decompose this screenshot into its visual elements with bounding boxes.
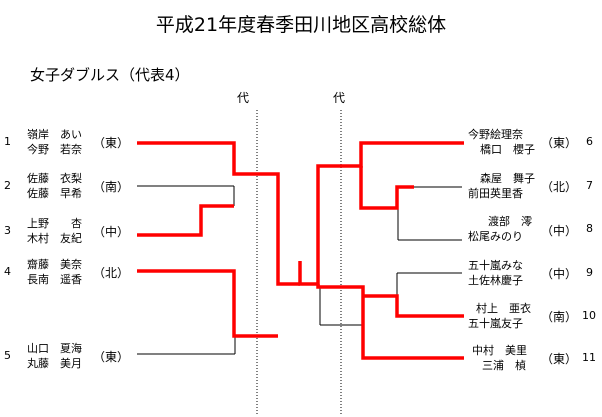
player-name: 佐藤 早希 bbox=[27, 187, 82, 200]
school-label: （中） bbox=[541, 224, 578, 238]
seed-number: 3 bbox=[4, 224, 11, 237]
player-name: 齋藤 美奈 bbox=[27, 258, 82, 271]
seed-number: 1 bbox=[4, 135, 11, 148]
player-name: 丸藤 美月 bbox=[27, 357, 82, 370]
player-name: 村上 亜衣 bbox=[476, 302, 531, 315]
bracket-red bbox=[137, 141, 464, 360]
seed-number: 5 bbox=[4, 349, 11, 362]
player-name: 今野絵理奈 bbox=[468, 128, 523, 141]
seed-number: 7 bbox=[586, 179, 593, 192]
school-label: （南） bbox=[93, 180, 130, 194]
player-name: 土佐林慶子 bbox=[468, 274, 523, 287]
representative-marker-right: 代 bbox=[333, 91, 346, 105]
player-name: 渡部 澪 bbox=[488, 215, 532, 228]
seed-number: 10 bbox=[582, 309, 596, 322]
player-name: 木村 友紀 bbox=[27, 232, 82, 245]
school-label: （東） bbox=[541, 352, 578, 366]
player-name: 佐藤 衣梨 bbox=[27, 172, 82, 185]
player-name: 五十嵐友子 bbox=[468, 317, 523, 330]
school-label: （中） bbox=[541, 267, 578, 281]
seed-number: 11 bbox=[582, 351, 596, 364]
seed-number: 4 bbox=[4, 265, 11, 278]
player-name: 松尾みのり bbox=[468, 230, 523, 243]
player-name: 今野 若奈 bbox=[27, 143, 82, 156]
school-label: （東） bbox=[93, 350, 130, 364]
player-name: 五十嵐みな bbox=[468, 259, 523, 272]
player-name: 上野 杏 bbox=[27, 217, 82, 230]
seed-number: 2 bbox=[4, 179, 11, 192]
school-label: （中） bbox=[93, 225, 130, 239]
player-name: 橋口 櫻子 bbox=[480, 143, 535, 156]
seed-number: 9 bbox=[586, 266, 593, 279]
seed-number: 8 bbox=[586, 222, 593, 235]
player-name: 前田英里香 bbox=[468, 187, 523, 200]
seed-number: 6 bbox=[586, 135, 593, 148]
player-name: 森屋 舞子 bbox=[480, 172, 535, 185]
school-label: （北） bbox=[541, 180, 578, 194]
player-name: 中村 美里 bbox=[472, 344, 527, 357]
player-name: 長南 遥香 bbox=[27, 273, 82, 286]
event-subtitle: 女子ダブルス（代表4） bbox=[30, 66, 190, 84]
school-label: （南） bbox=[541, 310, 578, 324]
player-name: 山口 夏海 bbox=[27, 342, 82, 355]
player-name: 嶺岸 あい bbox=[27, 128, 82, 141]
player-name: 三浦 楨 bbox=[482, 359, 526, 372]
school-label: （東） bbox=[93, 136, 130, 150]
representative-marker-left: 代 bbox=[237, 91, 250, 105]
page-title: 平成21年度春季田川地区高校総体 bbox=[155, 14, 447, 36]
school-label: （東） bbox=[541, 136, 578, 150]
school-label: （北） bbox=[93, 266, 130, 280]
